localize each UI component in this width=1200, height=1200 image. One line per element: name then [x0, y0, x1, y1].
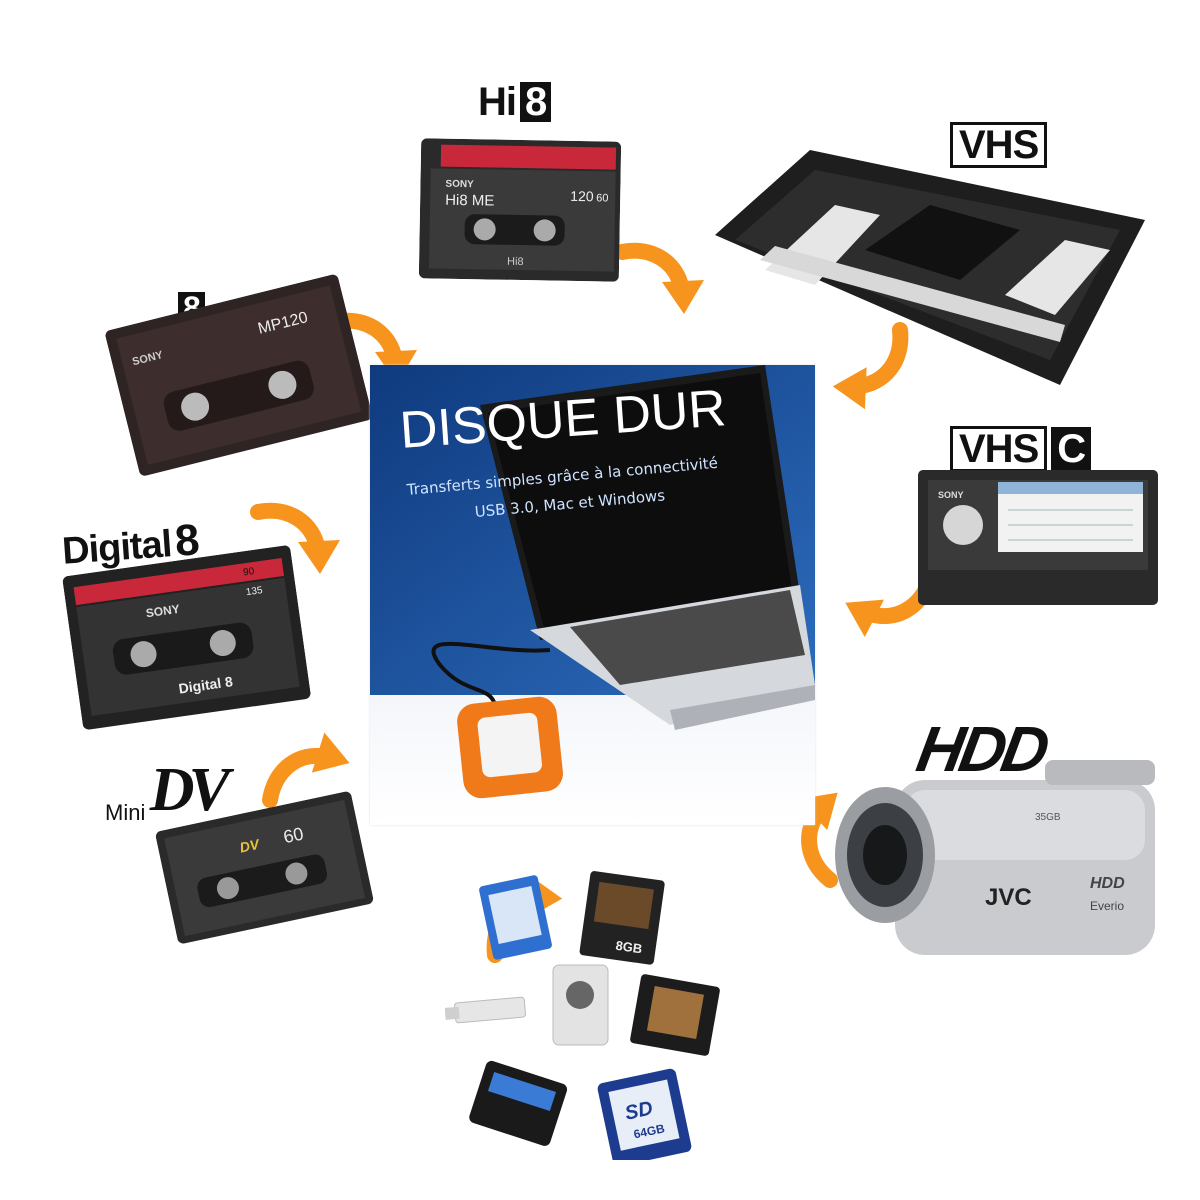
center-illustration [370, 365, 815, 825]
vhsc-cassette: SONY [918, 470, 1158, 610]
minidv-cassette: 60 DV [155, 791, 376, 950]
digital8-spec2: 135 [245, 585, 263, 598]
camcorder-model: Everio [1090, 899, 1124, 913]
arrow-hi8 [622, 251, 704, 314]
hi8-length: 120 [570, 188, 594, 204]
minidv-cassette-logo: DV [238, 836, 262, 856]
memory-card-capacity: 8GB [615, 938, 644, 957]
digital8-cassette: SONY 90 135 Digital 8 [62, 545, 312, 735]
camcorder-brand: JVC [985, 884, 1032, 911]
hi8-cassette: SONY Hi8 ME 120 60 Hi8 [418, 138, 622, 282]
hi8-model: Hi8 ME [445, 192, 494, 210]
center-panel: DISQUE DUR Transferts simples grâce à la… [370, 365, 815, 825]
hi8-bottom-logo: Hi8 [507, 256, 524, 268]
hi8-brand: SONY [445, 179, 474, 190]
minidv-logo: Mini DV [105, 756, 230, 825]
hi8-length2: 60 [596, 192, 608, 204]
arrow-vhsc [835, 549, 931, 652]
vhs-logo: VHS [950, 122, 1048, 168]
hdd-camcorder: JVC HDD Everio 35GB [835, 760, 1165, 980]
digital8-brand: SONY [145, 602, 181, 621]
camcorder-size: 35GB [1035, 812, 1061, 823]
digital8-cassette-logo: Digital 8 [178, 673, 234, 696]
digital8-spec1: 90 [242, 566, 255, 579]
vhsc-brand: SONY [938, 490, 964, 500]
minidv-length: 60 [282, 823, 306, 847]
memory-devices: 8GB SD 64GB [444, 860, 725, 1167]
video8-cassette: SONY MP120 [104, 273, 376, 486]
camcorder-badge: HDD [1090, 875, 1125, 892]
memory-sd-capacity: 64GB [632, 1121, 666, 1141]
vhs-cassette [715, 150, 1145, 390]
